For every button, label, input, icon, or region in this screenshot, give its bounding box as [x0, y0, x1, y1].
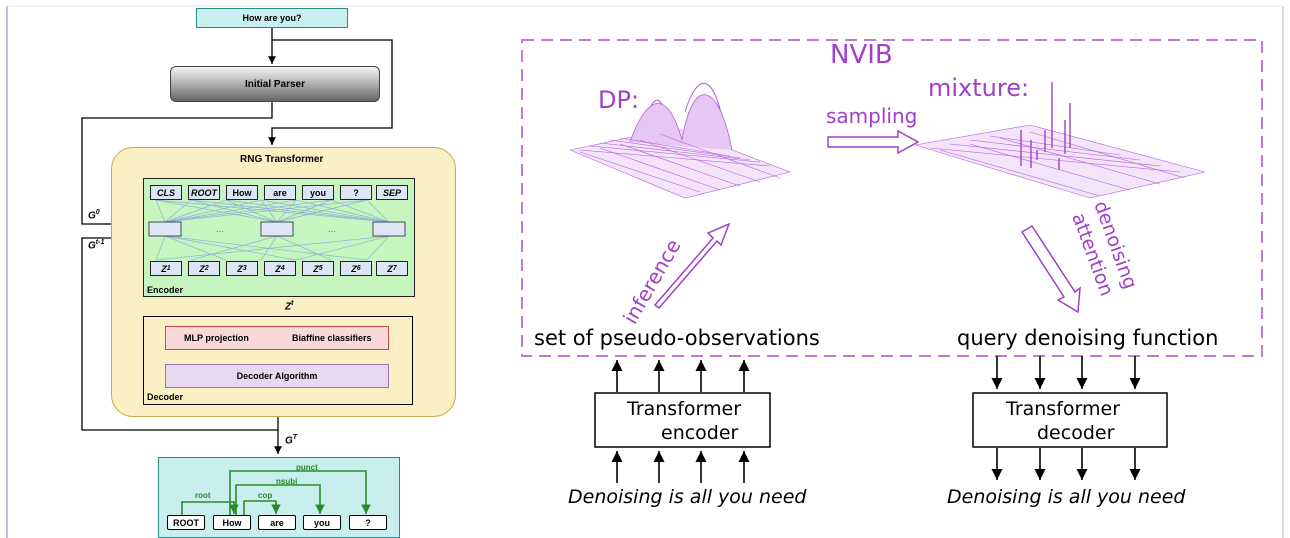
- arc-label-cop: cop: [258, 491, 273, 500]
- encoder-line2: encoder: [661, 422, 739, 444]
- dependency-arcs: [181, 470, 371, 515]
- arc-label-punct: punct: [296, 463, 318, 472]
- input-sentence-box: How are you?: [196, 8, 348, 28]
- mlp-biaffine-box: [165, 326, 389, 350]
- encoder-dots-2: ...: [328, 224, 336, 234]
- tree-word-you: you: [303, 515, 341, 530]
- decoder-label: Decoder: [147, 392, 184, 402]
- arc-label-root: root: [195, 491, 211, 500]
- tree-word-how: How: [213, 515, 251, 530]
- decoder-line1: Transformer: [1006, 398, 1121, 420]
- initial-parser-box: Initial Parser: [170, 66, 380, 102]
- tree-word-root: ROOT: [167, 515, 205, 530]
- encoder-line1: Transformer: [627, 398, 742, 420]
- encoder-dots-1: ...: [216, 224, 224, 234]
- right-graphics: [521, 39, 1263, 483]
- rng-transformer-title: RNG Transformer: [240, 154, 324, 165]
- gT-label: GT: [285, 434, 298, 447]
- dp-label: DP:: [598, 86, 640, 114]
- token-question: ?: [340, 185, 372, 200]
- transformer-encoder-box: [594, 392, 771, 448]
- mlp-projection-label: MLP projection: [184, 333, 249, 343]
- token-root: ROOT: [188, 185, 220, 200]
- token-sep: SEP: [376, 185, 408, 200]
- token-are: are: [264, 185, 296, 200]
- query-denoising-label: query denoising function: [957, 326, 1219, 350]
- sampling-label: sampling: [826, 104, 918, 128]
- token-how: How: [226, 185, 258, 200]
- mixture-surface: [914, 82, 1206, 199]
- mixture-label: mixture:: [928, 74, 1030, 102]
- encoder-attention-lines: [148, 199, 406, 261]
- inference-arrow: [653, 222, 731, 310]
- tree-word-question: ?: [349, 515, 387, 530]
- dp-surface: [568, 82, 792, 199]
- denoising-arrow: [1020, 224, 1081, 314]
- output-sentence-right: Denoising is all you need: [947, 486, 1186, 508]
- token-cls: CLS: [150, 185, 182, 200]
- zt-label: Zt: [285, 300, 294, 313]
- nvib-label: NVIB: [830, 40, 893, 70]
- encoder-output-arrows: [611, 360, 750, 392]
- transformer-decoder-box: [972, 392, 1168, 448]
- input-sentence-right: Denoising is all you need: [568, 486, 807, 508]
- sampling-arrow: [827, 129, 920, 155]
- initial-parser-label: Initial Parser: [244, 78, 306, 90]
- encoder-input-arrows: [611, 451, 750, 483]
- decoder-algorithm-label: Decoder Algorithm: [236, 371, 318, 381]
- g0-label: G0: [88, 209, 100, 222]
- tree-word-are: are: [258, 515, 296, 530]
- token-you: you: [302, 185, 334, 200]
- decoder-output-arrows: [991, 448, 1141, 480]
- nvib-box: [521, 39, 1263, 357]
- biaffine-classifiers-label: Biaffine classifiers: [292, 333, 372, 343]
- decoder-line2: decoder: [1037, 422, 1115, 444]
- decoder-input-arrows: [991, 356, 1141, 389]
- gt-minus-1-label: Gt-1: [88, 239, 105, 252]
- pseudo-observations-label: set of pseudo-observations: [534, 326, 820, 350]
- decoder-algorithm-box: Decoder Algorithm: [165, 364, 389, 388]
- encoder-label: Encoder: [147, 285, 184, 295]
- arc-label-nsubj: nsubj: [276, 477, 298, 486]
- input-sentence-label: How are you?: [242, 13, 302, 23]
